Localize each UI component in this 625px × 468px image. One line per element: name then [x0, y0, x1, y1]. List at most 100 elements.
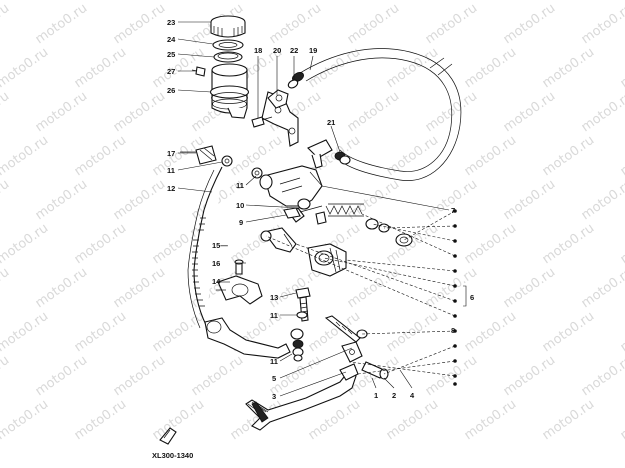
- callout-11-c: 11: [270, 311, 278, 320]
- watermark-text: moto0.ru: [33, 1, 90, 48]
- hose-joint: [307, 139, 333, 169]
- watermark-text: moto0.ru: [150, 397, 207, 444]
- watermark-text: moto0.ru: [501, 353, 558, 400]
- diaphragm: [213, 51, 243, 63]
- watermark-text: moto0.ru: [423, 1, 480, 48]
- watermark-text: moto0.ru: [345, 89, 402, 136]
- callout-17: 17: [167, 149, 175, 158]
- callout-5: 5: [272, 374, 276, 383]
- callout-25: 25: [167, 50, 175, 59]
- watermark-text: moto0.ru: [0, 397, 51, 444]
- watermark-text: moto0.ru: [0, 309, 51, 356]
- spring-seat: [365, 218, 390, 233]
- callout-15: 15—: [212, 241, 228, 250]
- callout-20: 20: [273, 46, 281, 55]
- callout-11-a: 11: [167, 166, 175, 175]
- hose-clamp-lower: [334, 151, 351, 165]
- drawing-code: XL300-1340: [152, 451, 193, 460]
- watermark-text: moto0.ru: [462, 397, 519, 444]
- front-arrow-icon: [159, 427, 177, 445]
- watermark-text: moto0.ru: [111, 177, 168, 224]
- watermark-text: moto0.ru: [579, 177, 625, 224]
- clevis: [341, 341, 363, 363]
- watermark-text: moto0.ru: [72, 133, 129, 180]
- watermark-text: moto0.ru: [618, 45, 625, 92]
- hose-fitting: [267, 89, 289, 109]
- watermark-text: moto0.ru: [0, 45, 51, 92]
- callout-19: 19: [309, 46, 317, 55]
- leader-lines: [177, 21, 467, 397]
- callout-26: 26: [167, 86, 175, 95]
- watermark-text: moto0.ru: [540, 221, 597, 268]
- callout-4: 4: [410, 391, 415, 400]
- master-cylinder-body: [259, 165, 323, 223]
- watermark-text: moto0.ru: [579, 265, 625, 312]
- callout-9: 9: [239, 218, 243, 227]
- watermark-text: moto0.ru: [384, 133, 441, 180]
- callout-6: 6: [470, 293, 474, 302]
- watermark-text: moto0.ru: [423, 177, 480, 224]
- watermark-text: moto0.ru: [462, 45, 519, 92]
- watermark-text: moto0.ru: [540, 309, 597, 356]
- bracket-bolt: [251, 116, 273, 128]
- watermark-text: moto0.ru: [189, 353, 246, 400]
- watermark-text: moto0.ru: [540, 397, 597, 444]
- watermark-text: moto0.ru: [0, 0, 51, 3]
- watermark-text: moto0.ru: [618, 221, 625, 268]
- watermark-text: moto0.ru: [618, 133, 625, 180]
- watermark-text: moto0.ru: [384, 45, 441, 92]
- watermark-text: moto0.ru: [579, 1, 625, 48]
- watermark-text: moto0.ru: [501, 1, 558, 48]
- brake-pedal: [245, 371, 357, 431]
- watermark-text: moto0.ru: [72, 45, 129, 92]
- watermark-text: moto0.ru: [423, 265, 480, 312]
- callout-23: 23: [167, 18, 175, 27]
- watermark-text: moto0.ru: [0, 133, 51, 180]
- callout-labels: 23 24 25 27 26 18 20 22 19 21 17 11 12 1…: [167, 18, 474, 401]
- watermark-text: moto0.ru: [33, 265, 90, 312]
- watermark-text: moto0.ru: [33, 89, 90, 136]
- watermark-text: moto0.ru: [462, 309, 519, 356]
- watermark-text: moto0.ru: [579, 353, 625, 400]
- brake-hose: [187, 166, 223, 329]
- watermark-text: moto0.ru: [501, 89, 558, 136]
- watermark-text: moto0.ru: [0, 89, 12, 136]
- watermark-text: moto0.ru: [267, 1, 324, 48]
- watermark-text: moto0.ru: [0, 265, 12, 312]
- watermark-text: moto0.ru: [501, 265, 558, 312]
- callout-14: 14: [212, 277, 221, 286]
- callout-27: 27: [167, 67, 175, 76]
- copper-washer-a: [221, 155, 233, 167]
- callout-3: 3: [272, 392, 276, 401]
- callout-22: 22: [290, 46, 298, 55]
- hose-end-fitting: [204, 317, 291, 359]
- watermark-text: moto0.ru: [150, 309, 207, 356]
- watermark-text: moto0.ru: [33, 353, 90, 400]
- reservoir-bracket: [261, 91, 299, 147]
- watermark-text: moto0.ru: [111, 1, 168, 48]
- watermark-text: moto0.ru: [345, 1, 402, 48]
- callout-12: 12: [167, 184, 175, 193]
- watermark-text: moto0.ru: [72, 309, 129, 356]
- watermark-text: moto0.ru: [540, 133, 597, 180]
- watermark-text: moto0.ru: [0, 353, 12, 400]
- watermark-text: moto0.ru: [0, 177, 12, 224]
- hose-clamp-top: [287, 72, 304, 89]
- clevis-pin: [361, 361, 389, 380]
- reservoir-screw: [191, 66, 206, 77]
- watermark-text: moto0.ru: [111, 265, 168, 312]
- watermark-text: moto0.ru: [0, 1, 12, 48]
- watermark-text: moto0.ru: [579, 89, 625, 136]
- hose-holder: [216, 275, 263, 305]
- copper-washer-b: [251, 167, 263, 179]
- callout-10: 10: [236, 201, 244, 210]
- piston: [260, 227, 297, 253]
- watermark-text: moto0.ru: [111, 353, 168, 400]
- brake-switch: [180, 145, 217, 165]
- pushrod: [324, 315, 368, 343]
- banjo-bolt-lower: [290, 328, 304, 362]
- watermark-text: moto0.ru: [33, 177, 90, 224]
- reservoir-body: [209, 63, 250, 119]
